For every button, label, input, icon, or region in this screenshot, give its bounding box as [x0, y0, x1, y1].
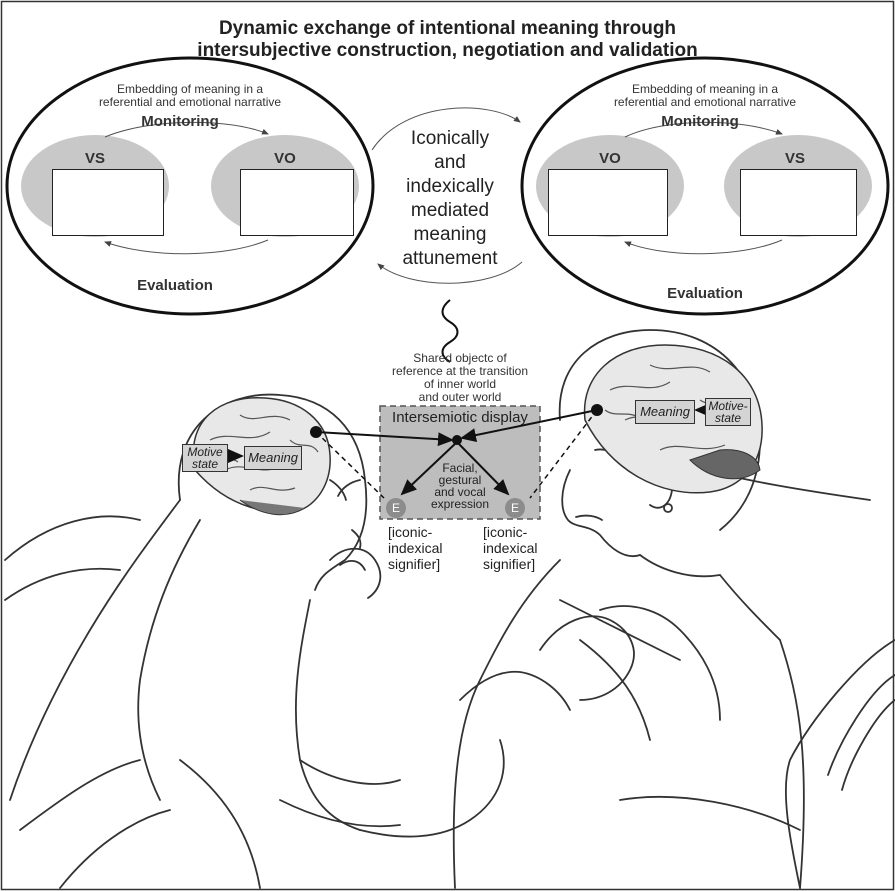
right-panel-vs-image	[740, 169, 857, 236]
expression-e-left: E	[386, 498, 406, 518]
infant-meaning-tag: Meaning	[244, 446, 302, 470]
right-monitoring-label: Monitoring	[635, 113, 765, 130]
infant-motive-line-2: state	[192, 458, 218, 470]
title-line-2: intersubjective construction, negotiatio…	[0, 40, 895, 62]
center-text-3: indexically	[380, 175, 520, 199]
infant-motive-state-tag: Motive state	[182, 444, 228, 472]
right-panel-vs-label: VS	[770, 150, 820, 167]
left-evaluation-label: Evaluation	[110, 277, 240, 294]
center-text-5: meaning	[380, 223, 520, 247]
display-title: Intersemiotic display	[380, 409, 540, 426]
center-text-1: Iconically	[380, 127, 520, 151]
expression-line-4: expression	[420, 498, 500, 511]
left-caption-line-2: referential and emotional narrative	[60, 96, 320, 109]
left-monitoring-label: Monitoring	[115, 113, 245, 130]
title-line-1: Dynamic exchange of intentional meaning …	[0, 18, 895, 40]
center-text-2: and	[380, 151, 520, 175]
expression-e-right: E	[505, 498, 525, 518]
mother-motive-state-tag: Motive- state	[705, 398, 751, 426]
left-panel-vo-label: VO	[260, 150, 310, 167]
signifier-left-1: [iconic-	[388, 524, 468, 540]
left-panel-vo-image	[240, 169, 354, 236]
signifier-left-2: indexical	[388, 540, 468, 556]
center-text-4: mediated	[380, 199, 520, 223]
right-panel-vo-label: VO	[585, 150, 635, 167]
mother-meaning-tag: Meaning	[635, 400, 695, 424]
signifier-left-3: signifier]	[388, 556, 468, 572]
signifier-right-3: signifier]	[483, 556, 563, 572]
signifier-right-2: indexical	[483, 540, 563, 556]
mother-motive-line-2: state	[715, 412, 741, 424]
shared-object-line-4: and outer world	[380, 391, 540, 404]
left-panel-vs-label: VS	[70, 150, 120, 167]
right-panel-vo-image	[548, 169, 668, 236]
left-panel-vs-image	[52, 169, 164, 236]
center-text-6: attunement	[380, 247, 520, 271]
right-caption-line-2: referential and emotional narrative	[575, 96, 835, 109]
right-evaluation-label: Evaluation	[640, 285, 770, 302]
signifier-right-1: [iconic-	[483, 524, 563, 540]
